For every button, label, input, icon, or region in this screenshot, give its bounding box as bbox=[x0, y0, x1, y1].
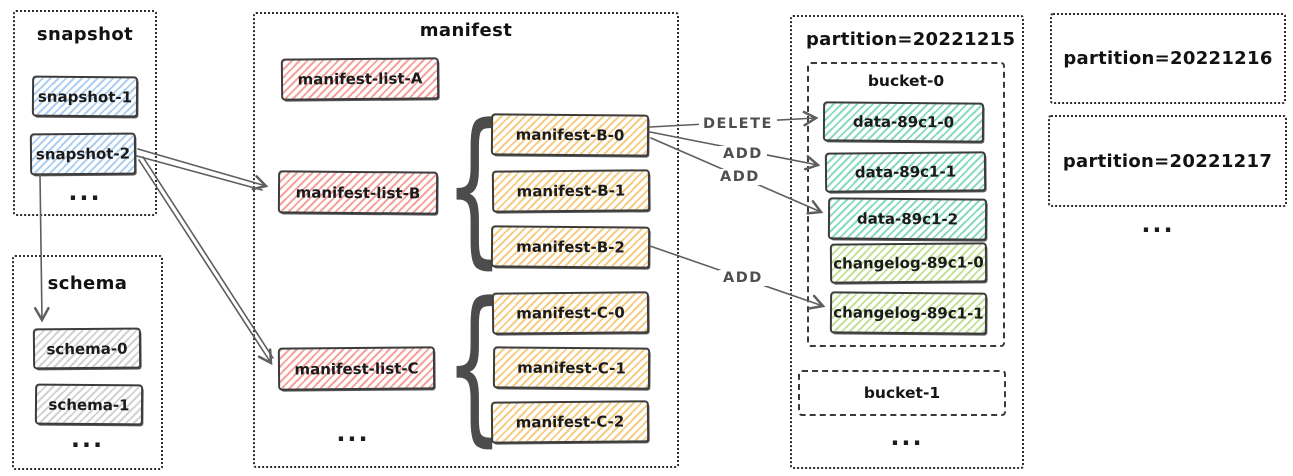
data-file-1-node: data-89c1-1 bbox=[824, 151, 987, 193]
data-file-0-node: data-89c1-0 bbox=[822, 101, 985, 143]
partition-20221216-group: partition=20221216 bbox=[1050, 13, 1286, 104]
snapshot-1-node: snapshot-1 bbox=[31, 75, 139, 118]
schema-1-node: schema-1 bbox=[34, 383, 144, 426]
snapshot-more-ellipsis: ... bbox=[68, 178, 102, 206]
bucket-1-group: bucket-1 bbox=[798, 370, 1006, 416]
arrow-snapshot2-to-manifest-list-b bbox=[137, 148, 269, 191]
bucket-1-title: bucket-1 bbox=[863, 384, 941, 402]
snapshot-group: snapshot snapshot-1 snapshot-2 ... bbox=[13, 10, 157, 216]
schema-0-node: schema-0 bbox=[32, 327, 142, 370]
data-file-2-node: data-89c1-2 bbox=[827, 197, 988, 241]
manifest-b-0-node: manifest-B-0 bbox=[490, 113, 650, 157]
arrow-label-delete: DELETE bbox=[699, 116, 777, 132]
manifest-group-title: manifest bbox=[419, 20, 513, 41]
partition-20221217-group: partition=20221217 bbox=[1048, 115, 1287, 207]
manifest-c-1-node: manifest-C-1 bbox=[492, 346, 651, 390]
manifest-list-c-node: manifest-list-C bbox=[277, 346, 436, 391]
schema-more-ellipsis: ... bbox=[70, 425, 105, 453]
manifest-b-2-node: manifest-B-2 bbox=[490, 225, 651, 269]
manifest-group: manifest manifest-list-A manifest-list-B… bbox=[253, 12, 679, 468]
manifest-list-b-node: manifest-list-B bbox=[277, 170, 439, 215]
manifest-more-ellipsis: ... bbox=[336, 419, 370, 447]
changelog-file-0-node: changelog-89c1-0 bbox=[829, 242, 988, 284]
manifest-list-a-node: manifest-list-A bbox=[280, 57, 440, 101]
partition-20221216-title: partition=20221216 bbox=[1063, 48, 1273, 69]
schema-group-title: schema bbox=[47, 273, 128, 294]
arrow-label-add-3: ADD bbox=[719, 270, 767, 286]
partition-20221215-more-ellipsis: ... bbox=[890, 423, 924, 451]
partition-20221215-group: partition=20221215 bucket-0 data-89c1-0 … bbox=[790, 15, 1024, 469]
bucket-0-group: bucket-0 data-89c1-0 data-89c1-1 data-89… bbox=[807, 62, 1005, 347]
changelog-file-1-node: changelog-89c1-1 bbox=[829, 291, 988, 335]
partition-20221215-title: partition=20221215 bbox=[806, 29, 1016, 50]
snapshot-group-title: snapshot bbox=[36, 24, 134, 45]
bucket-0-title: bucket-0 bbox=[867, 72, 945, 90]
other-partitions-more-ellipsis: ... bbox=[1141, 210, 1175, 238]
schema-group: schema schema-0 schema-1 ... bbox=[12, 255, 163, 470]
snapshot-2-node: snapshot-2 bbox=[29, 132, 137, 176]
partition-20221217-title: partition=20221217 bbox=[1062, 150, 1273, 172]
manifest-c-0-node: manifest-C-0 bbox=[491, 291, 650, 335]
arrow-label-add-1: ADD bbox=[719, 146, 767, 162]
manifest-b-1-node: manifest-B-1 bbox=[491, 169, 651, 213]
arrow-label-add-2: ADD bbox=[716, 169, 764, 185]
manifest-c-2-node: manifest-C-2 bbox=[490, 400, 650, 444]
